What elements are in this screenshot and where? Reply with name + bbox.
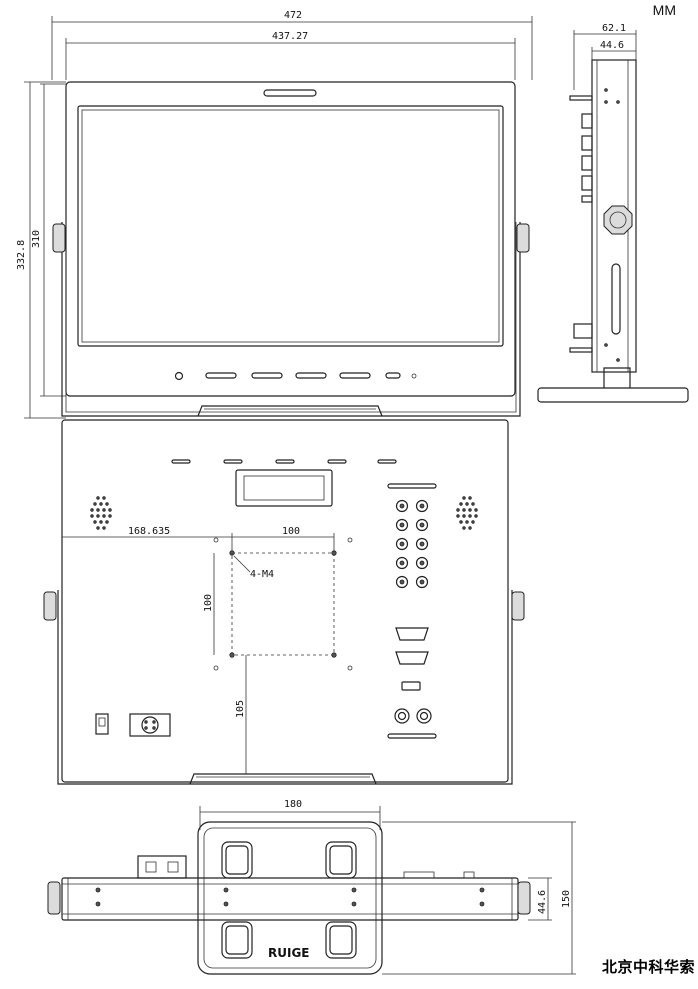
speaker-grill-left	[90, 496, 112, 530]
front-height-total: 332.8	[16, 240, 27, 270]
side-depth-total: 62.1	[602, 23, 626, 34]
front-height-panel: 310	[31, 230, 42, 248]
bnc-connectors	[395, 499, 429, 589]
front-view: 472 437.27 332.8 310	[16, 10, 533, 419]
front-width-total: 472	[284, 10, 302, 21]
side-depth-body: 44.6	[600, 40, 624, 51]
top-view: 180 RUIGE	[47, 799, 576, 975]
rear-vesa-bottom: 105	[235, 700, 246, 718]
top-stand-depth: 150	[561, 890, 572, 908]
rear-vesa-v: 100	[203, 594, 214, 612]
speaker-grill-right	[456, 496, 478, 530]
rear-screw-label: 4-M4	[250, 569, 274, 580]
rear-view: 168.635 100 4-M4 100 105	[43, 419, 525, 785]
unit-label: MM	[652, 2, 676, 18]
top-body-depth: 44.6	[537, 890, 548, 914]
side-view: 62.1 44.6	[537, 23, 689, 403]
brand-logo: RUIGE	[268, 946, 310, 960]
rear-offset-x: 168.635	[128, 526, 170, 537]
brand-text: 北京中科华索	[602, 958, 696, 976]
rear-vesa-h: 100	[282, 526, 300, 537]
front-width-inner: 437.27	[272, 31, 308, 42]
top-stand-width: 180	[284, 799, 302, 810]
